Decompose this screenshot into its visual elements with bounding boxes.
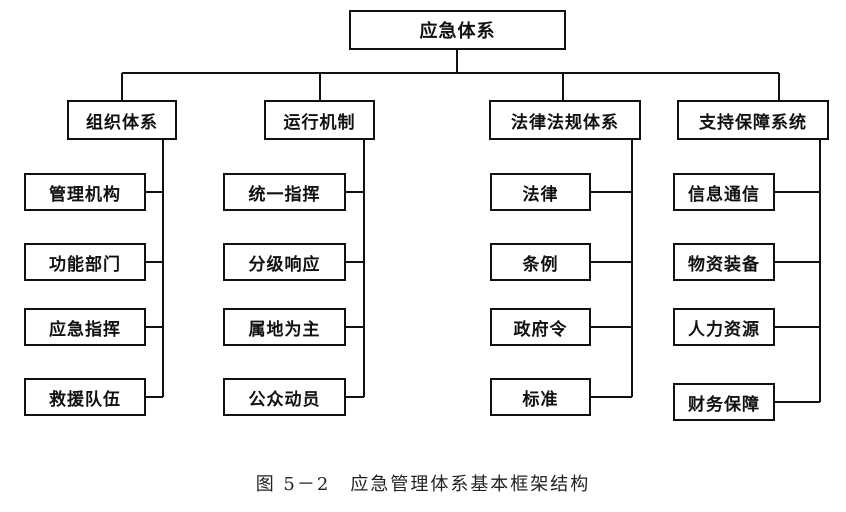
leaf-node: 财务保障	[673, 383, 775, 421]
leaf-node: 属地为主	[223, 308, 346, 346]
leaf-node: 法律	[490, 173, 591, 211]
leaf-node: 管理机构	[24, 173, 146, 211]
leaf-node: 标准	[490, 378, 591, 416]
leaf-node: 应急指挥	[24, 308, 146, 346]
leaf-node: 政府令	[490, 308, 591, 346]
branch-organization: 组织体系	[67, 100, 177, 140]
leaf-node: 信息通信	[673, 173, 775, 211]
figure-caption: 图 5－2 应急管理体系基本框架结构	[255, 474, 591, 495]
leaf-node: 统一指挥	[223, 173, 346, 211]
leaf-node: 救援队伍	[24, 378, 146, 416]
leaf-node: 物资装备	[673, 243, 775, 281]
leaf-node: 公众动员	[223, 378, 346, 416]
leaf-node: 人力资源	[673, 308, 775, 346]
branch-operation: 运行机制	[264, 100, 375, 140]
branch-support: 支持保障系统	[677, 100, 829, 140]
branch-legal: 法律法规体系	[489, 100, 641, 140]
leaf-node: 分级响应	[223, 243, 346, 281]
leaf-node: 功能部门	[24, 243, 146, 281]
root-node: 应急体系	[349, 10, 566, 50]
leaf-node: 条例	[490, 243, 591, 281]
